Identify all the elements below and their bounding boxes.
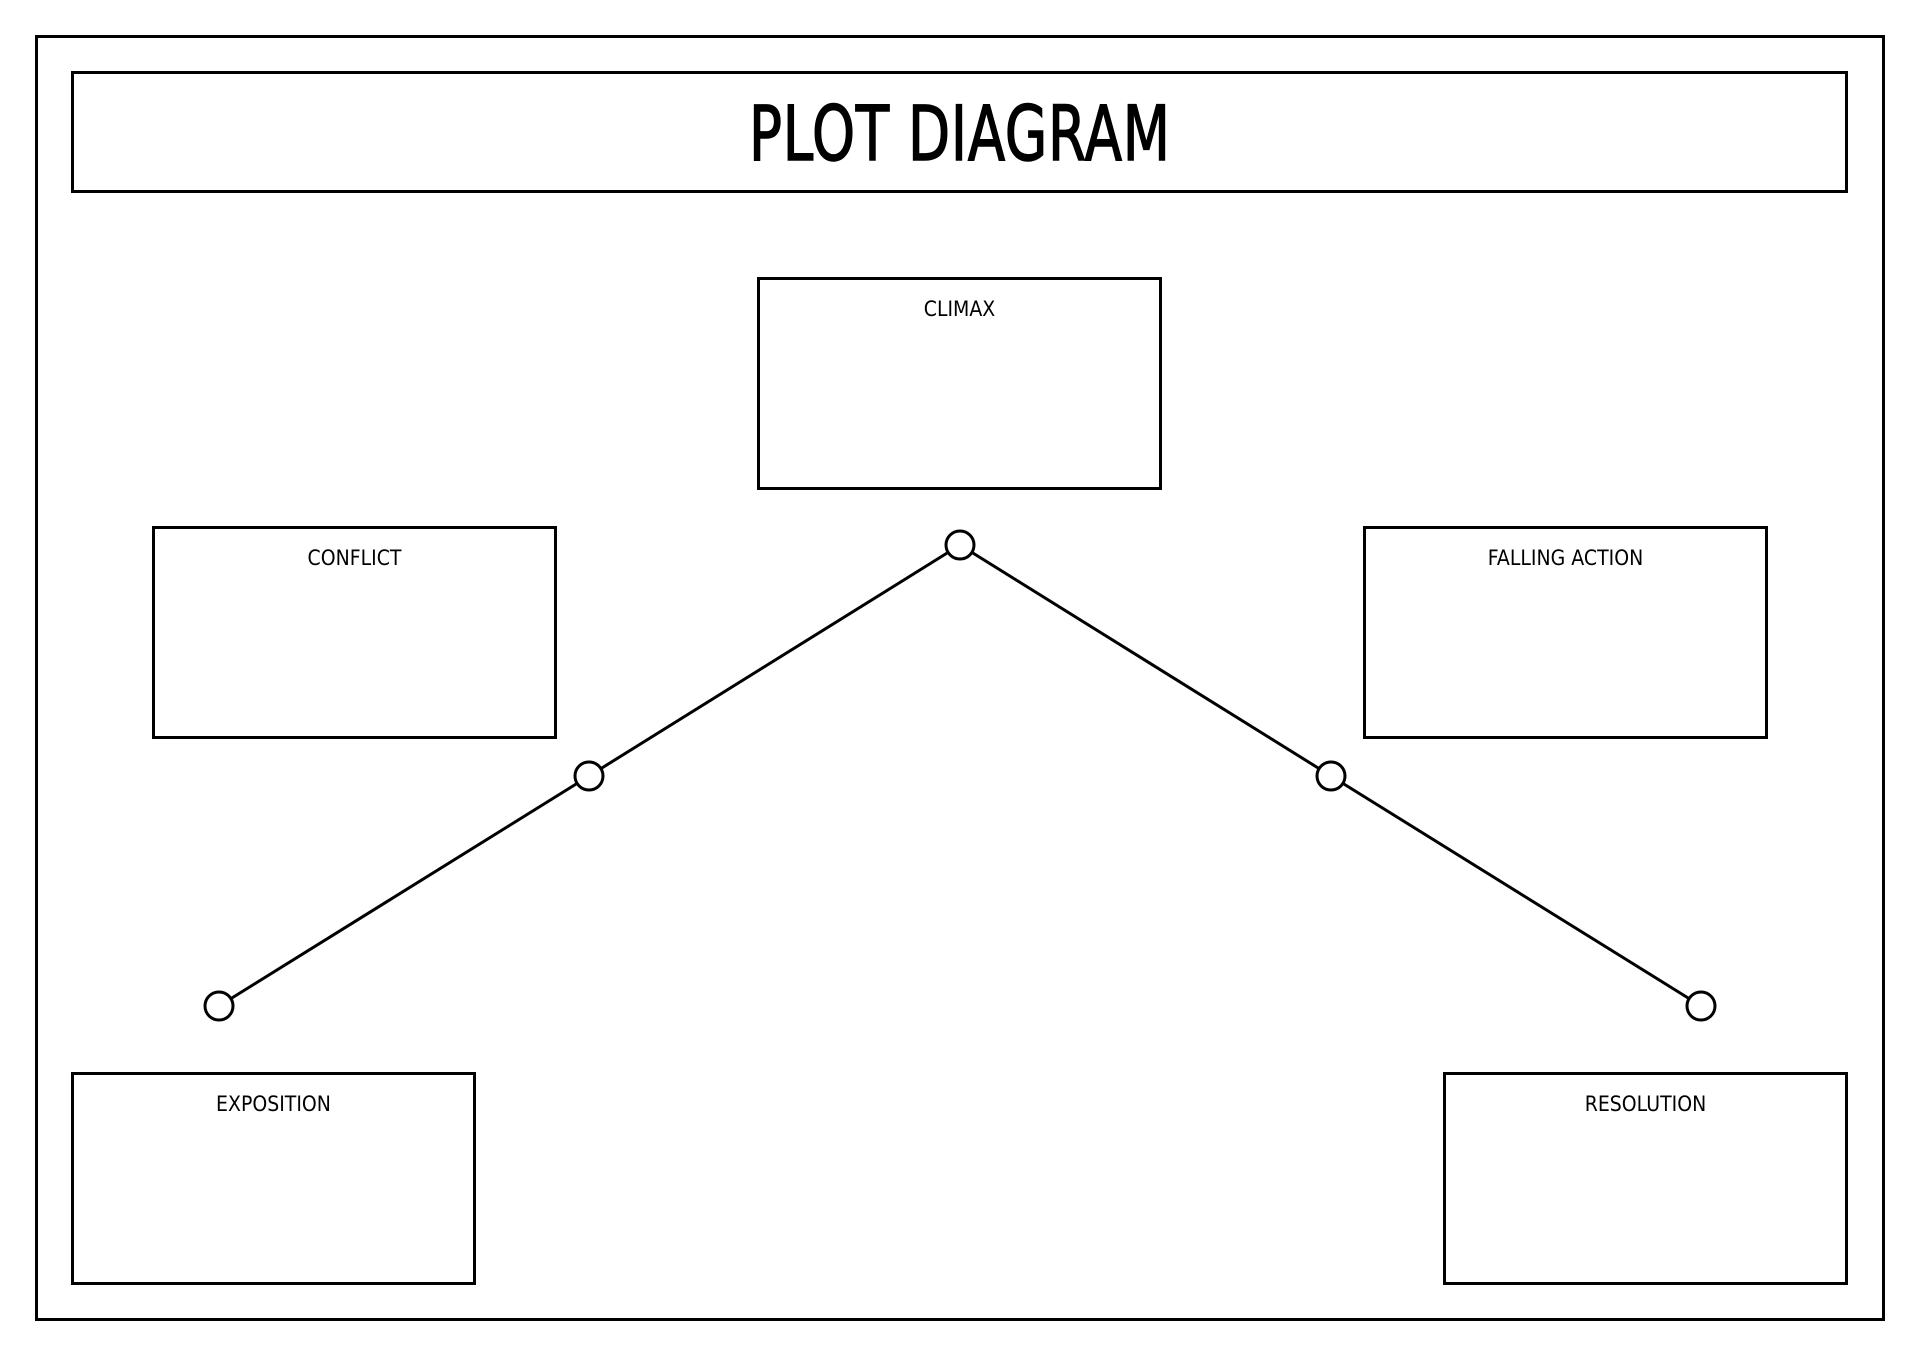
conflict-label: CONFLICT (307, 546, 402, 570)
resolution-box: RESOLUTION (1443, 1072, 1848, 1285)
climax-box: CLIMAX (757, 277, 1162, 490)
title-banner: PLOT DIAGRAM (71, 71, 1848, 193)
outer-frame (35, 35, 1885, 1321)
page-title: PLOT DIAGRAM (748, 89, 1171, 178)
exposition-label: EXPOSITION (216, 1092, 331, 1116)
falling-action-label: FALLING ACTION (1487, 546, 1644, 570)
conflict-box: CONFLICT (152, 526, 557, 739)
exposition-box: EXPOSITION (71, 1072, 476, 1285)
falling-action-box: FALLING ACTION (1363, 526, 1768, 739)
climax-label: CLIMAX (923, 297, 996, 321)
resolution-label: RESOLUTION (1584, 1092, 1707, 1116)
